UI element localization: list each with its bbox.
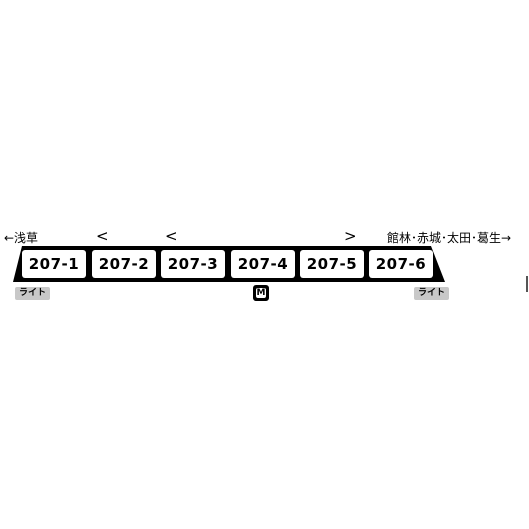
arrow-car5: >: [344, 227, 357, 245]
car-6: 207-6: [369, 250, 433, 278]
car-1: 207-1: [22, 250, 86, 278]
motor-label: M: [256, 288, 266, 298]
car-5: 207-5: [300, 250, 364, 278]
direction-left-label: ←浅草: [4, 231, 39, 245]
train-formation: 207-1 207-2 207-3 207-4 207-5 207-6: [13, 246, 453, 282]
motor-car-badge: M: [253, 285, 269, 301]
direction-right-label: 館林･赤城･太田･葛生→: [386, 231, 511, 245]
light-badge-left: ライト: [15, 287, 51, 300]
car-4: 207-4: [231, 250, 295, 278]
arrow-car2: <: [96, 227, 109, 245]
car-2: 207-2: [92, 250, 156, 278]
arrow-car3: <: [165, 227, 178, 245]
edge-mark: [526, 276, 528, 292]
light-badge-right: ライト: [414, 287, 450, 300]
car-3: 207-3: [161, 250, 225, 278]
